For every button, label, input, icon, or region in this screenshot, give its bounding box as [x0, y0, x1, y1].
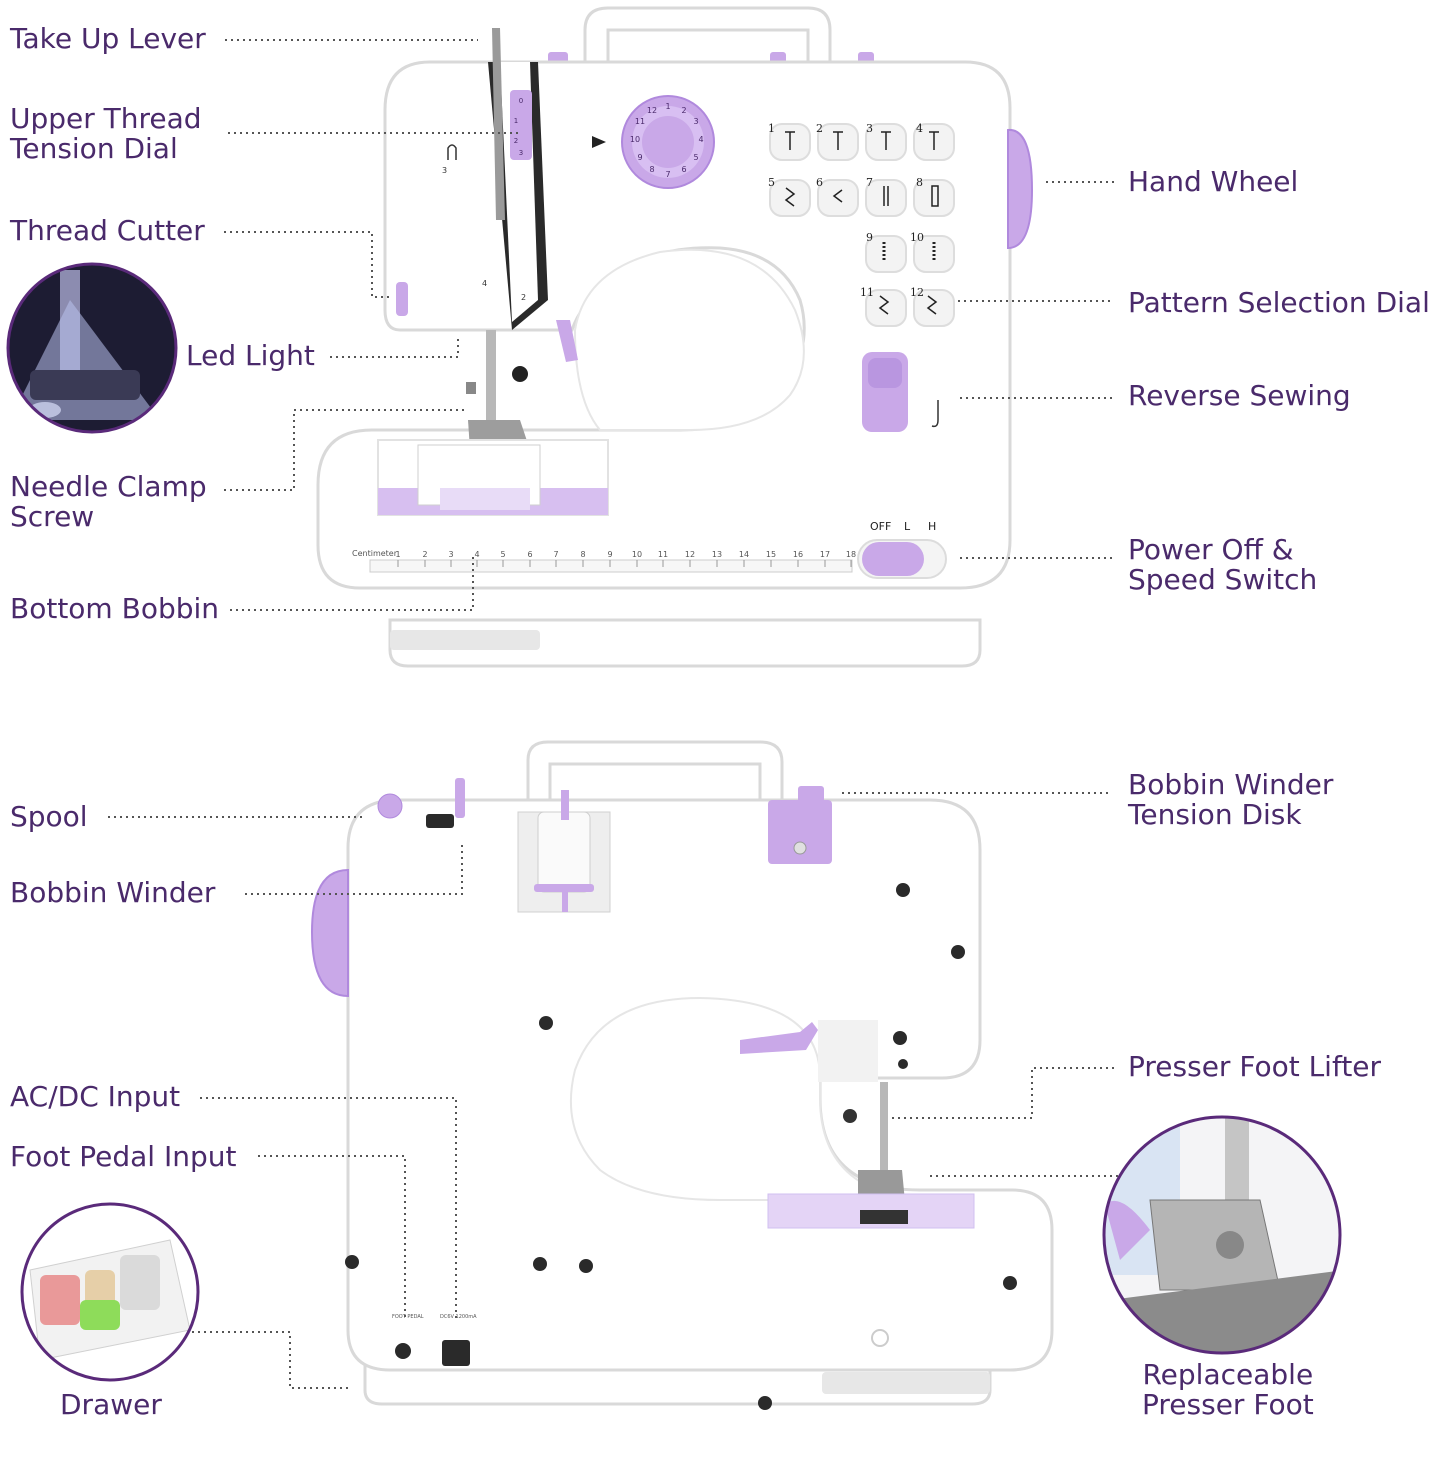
back-sewing-machine: FOOT PEDAL DC6V 1200mA — [310, 740, 1054, 1410]
presser-foot-inset — [1102, 1115, 1342, 1355]
switch-labels: OFF L H — [870, 520, 936, 533]
ruler-number: 8 — [580, 550, 585, 559]
pattern-number: 12 — [910, 286, 924, 299]
dial-number: 3 — [693, 117, 698, 126]
label-bobbin-winder: Bobbin Winder — [10, 876, 216, 909]
ruler-number: 2 — [422, 550, 427, 559]
ruler-number: 1 — [395, 550, 400, 559]
dial-number: 7 — [665, 170, 670, 179]
pattern-number: 3 — [866, 122, 873, 135]
dial-number: 2 — [681, 106, 686, 115]
switch-label: OFF — [870, 520, 891, 533]
front-ruler-ticks — [397, 560, 852, 567]
ruler-number: 14 — [739, 550, 749, 559]
ruler-title: Centimeter — [352, 549, 398, 558]
label-reverse-sewing: Reverse Sewing — [1128, 379, 1351, 412]
dial-number: 8 — [649, 165, 654, 174]
dial-number: 9 — [637, 153, 642, 162]
pattern-number: 5 — [768, 176, 775, 189]
label-ac-dc-input: AC/DC Input — [10, 1080, 181, 1113]
dial-number: 1 — [665, 102, 670, 111]
ruler-number: 18 — [846, 550, 856, 559]
dial-number: 11 — [635, 117, 645, 126]
ruler-number: 9 — [607, 550, 612, 559]
pattern-number: 8 — [916, 176, 923, 189]
tension-number: 1 — [514, 117, 518, 125]
ruler-number: 10 — [632, 550, 642, 559]
ruler-number: 3 — [448, 550, 453, 559]
pattern-number: 7 — [866, 176, 873, 189]
label-led-light: Led Light — [186, 339, 315, 372]
switch-label: H — [928, 520, 936, 533]
label-power-off-speed-switch: Power Off & Speed Switch — [1128, 533, 1318, 596]
pattern-number: 9 — [866, 231, 873, 244]
dial-number: 4 — [698, 135, 703, 144]
ruler-number: 17 — [820, 550, 830, 559]
dial-number: 12 — [647, 106, 657, 115]
ruler-numbers: 1 2 3 4 5 6 7 8 9 10 11 12 13 14 15 16 1… — [395, 550, 856, 559]
label-bobbin-winder-tension-disk: Bobbin Winder Tension Disk — [1128, 768, 1334, 831]
front-sewing-machine: Centimeter 1 2 3 4 5 6 7 8 9 10 11 12 13… — [316, 6, 1034, 668]
port-label: DC6V 1200mA — [440, 1314, 477, 1320]
pattern-number: 4 — [916, 122, 923, 135]
label-bottom-bobbin: Bottom Bobbin — [10, 592, 220, 625]
ruler-number: 5 — [500, 550, 505, 559]
pattern-number: 2 — [816, 122, 823, 135]
label-upper-thread-tension-dial: Upper Thread Tension Dial — [10, 102, 202, 165]
label-pattern-selection-dial: Pattern Selection Dial — [1128, 286, 1430, 319]
stitch-pattern-panel: 1 2 3 4 5 6 7 8 9 10 11 12 — [768, 122, 955, 327]
tension-number: 3 — [519, 149, 523, 157]
back-port-labels: FOOT PEDAL DC6V 1200mA — [392, 1314, 477, 1320]
label-needle-clamp-screw: Needle Clamp Screw — [10, 470, 207, 533]
pattern-number: 1 — [768, 122, 775, 135]
pattern-number: 11 — [860, 286, 874, 299]
label-thread-cutter: Thread Cutter — [10, 214, 205, 247]
dial-number: 6 — [681, 165, 686, 174]
guide-number: 3 — [442, 166, 447, 175]
label-replaceable-presser-foot: Replaceable Presser Foot — [1142, 1358, 1314, 1421]
guide-number: 4 — [482, 279, 487, 288]
label-foot-pedal-input: Foot Pedal Input — [10, 1140, 237, 1173]
label-take-up-lever: Take Up Lever — [10, 22, 206, 55]
label-spool: Spool — [10, 800, 88, 833]
dial-number: 10 — [630, 135, 640, 144]
ruler-number: 16 — [793, 550, 803, 559]
label-hand-wheel: Hand Wheel — [1128, 165, 1299, 198]
ruler-number: 11 — [658, 550, 668, 559]
tension-number: 0 — [519, 97, 523, 105]
leader-lines — [108, 39, 1118, 1389]
pattern-number: 6 — [816, 176, 823, 189]
pattern-number: 10 — [910, 231, 924, 244]
switch-label: L — [904, 520, 911, 533]
dial-number: 5 — [693, 153, 698, 162]
ruler-number: 6 — [527, 550, 532, 559]
ruler-number: 4 — [474, 550, 479, 559]
ruler-number: 7 — [553, 550, 558, 559]
tension-number: 2 — [514, 137, 518, 145]
drawer-inset — [20, 1202, 200, 1382]
label-drawer: Drawer — [60, 1388, 162, 1421]
label-presser-foot-lifter: Presser Foot Lifter — [1128, 1050, 1382, 1083]
tension-dial-numbers: 0 1 2 3 — [514, 97, 523, 157]
led-light-inset — [6, 262, 178, 434]
ruler-number: 15 — [766, 550, 776, 559]
ruler-number: 13 — [712, 550, 722, 559]
ruler-number: 12 — [685, 550, 695, 559]
guide-number: 2 — [521, 293, 526, 302]
port-label: FOOT PEDAL — [392, 1314, 424, 1320]
thread-guide-numbers: 3 4 2 — [442, 166, 526, 302]
pattern-dial-numbers: 1 2 3 4 5 6 7 8 9 10 11 12 — [630, 102, 704, 179]
